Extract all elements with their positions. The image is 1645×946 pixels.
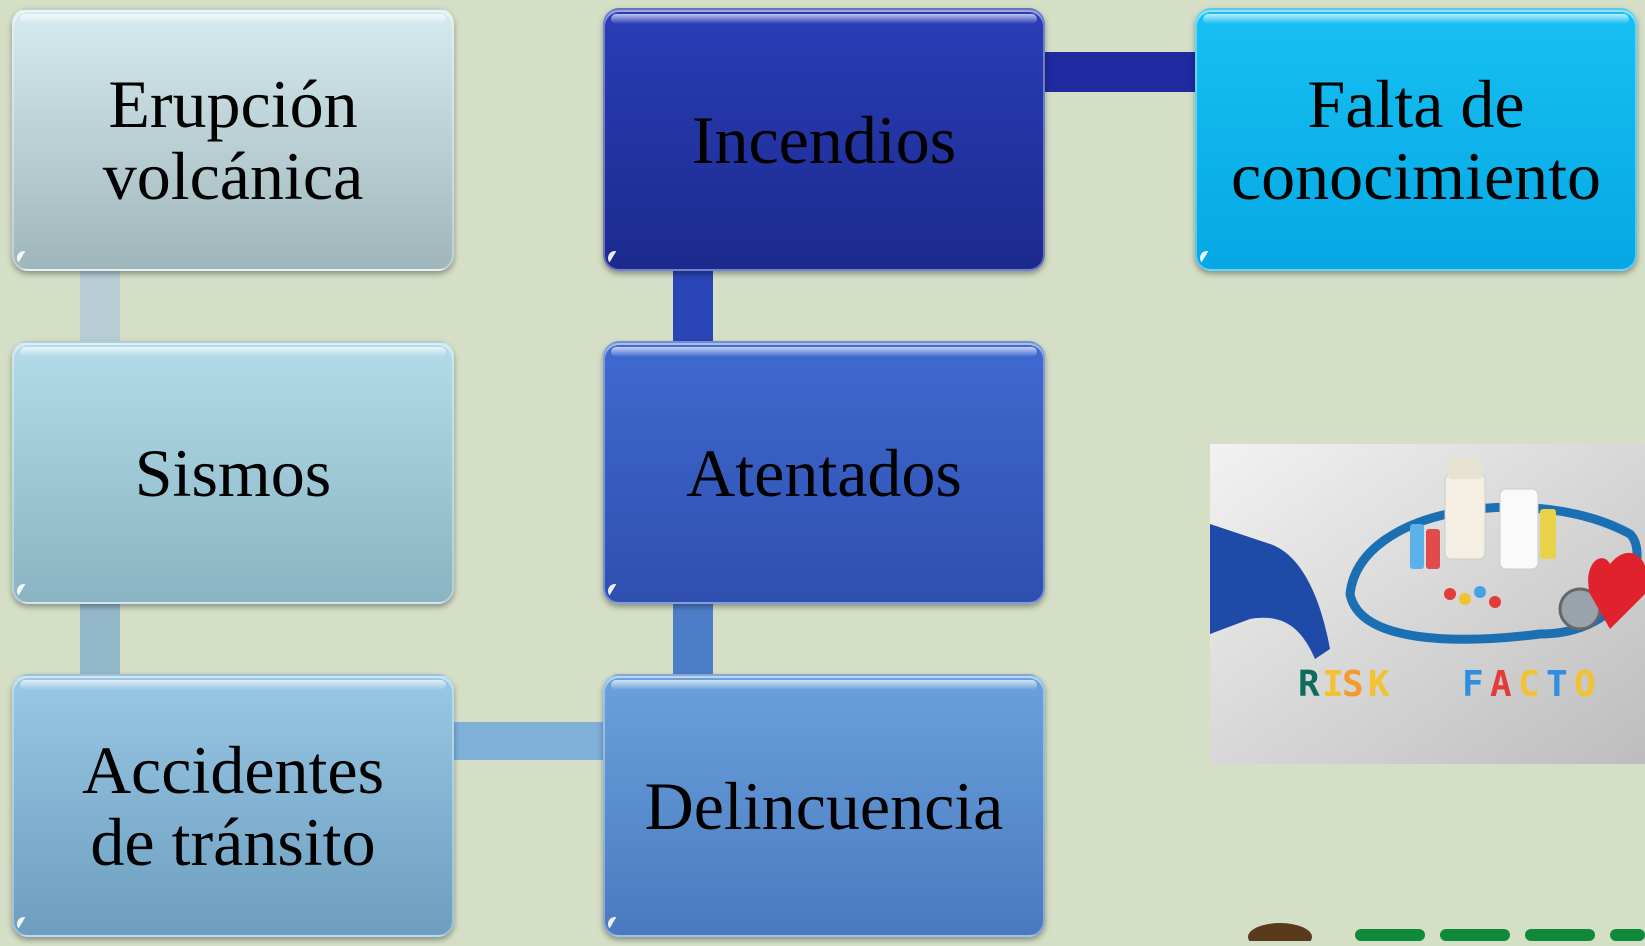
box-label: Falta de conocimiento [1230,65,1602,214]
box-atentados: Atentados [603,341,1045,604]
connector-sismos-accidentes [80,603,120,678]
svg-text:F: F [1462,664,1484,705]
box-label: Sismos [134,434,332,511]
box-label: Erupción volcánica [102,65,364,214]
svg-text:I: I [1322,664,1344,705]
box-label: Accidentes de tránsito [81,731,385,880]
risk-factors-illustration: R I S K F A C T O [1210,444,1645,764]
glove-hand-icon [1210,524,1330,659]
risk-factors-photo: R I S K F A C T O [1210,444,1645,764]
box-label: Atentados [686,434,962,511]
connector-incendios-falta [1043,52,1199,92]
svg-text:C: C [1518,664,1540,705]
heart-icon [1588,552,1645,629]
box-label: Delincuencia [644,767,1004,844]
connector-accidentes-delincuencia [452,722,607,760]
connector-erupcion-sismos [80,270,120,345]
svg-text:K: K [1368,664,1390,705]
eagle-emblem-icon [1248,923,1312,946]
svg-text:S: S [1342,664,1364,705]
box-incendios: Incendios [603,8,1045,271]
box-falta-de-conocimiento: Falta de conocimiento [1195,8,1637,271]
box-label: Incendios [691,101,957,178]
organization-logo [1245,915,1645,946]
connector-atentados-delincuencia [673,603,713,678]
svg-text:T: T [1546,664,1568,705]
box-delincuencia: Delincuencia [603,674,1045,937]
svg-text:A: A [1490,664,1512,705]
svg-text:R: R [1298,664,1320,705]
box-accidentes-de-transito: Accidentes de tránsito [12,674,454,937]
box-sismos: Sismos [12,341,454,604]
connector-incendios-atentados [673,270,713,345]
box-erupcion-volcanica: Erupción volcánica [12,8,454,271]
svg-text:O: O [1574,664,1596,705]
